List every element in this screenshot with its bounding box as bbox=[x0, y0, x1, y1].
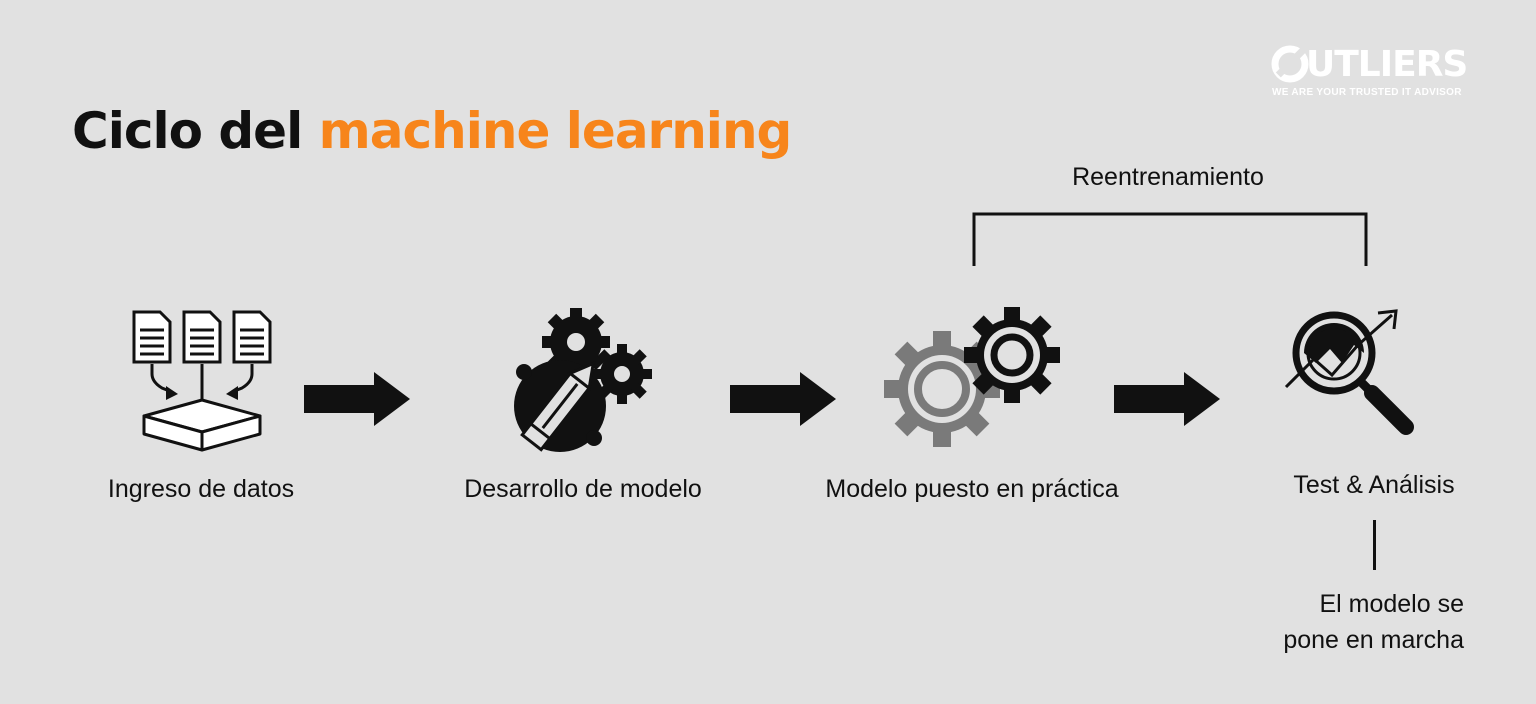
note-line-2: pone en marcha bbox=[1283, 626, 1464, 654]
flow-arrow-1 bbox=[304, 372, 410, 426]
note-line-1: El modelo se bbox=[1319, 590, 1464, 618]
flow-arrow-3 bbox=[1114, 372, 1220, 426]
step-label-3: Modelo puesto en práctica bbox=[825, 475, 1119, 503]
retraining-label: Reentrenamiento bbox=[1072, 163, 1264, 191]
note-connector bbox=[1373, 520, 1376, 570]
logo-mark-icon bbox=[1271, 45, 1309, 83]
step-label-2: Desarrollo de modelo bbox=[464, 475, 702, 503]
step-label-4: Test & Análisis bbox=[1293, 471, 1455, 499]
deployment-note: El modelo se pone en marcha bbox=[1204, 586, 1464, 658]
logo-tagline: WE ARE YOUR TRUSTED IT ADVISOR bbox=[1272, 87, 1462, 98]
flow-arrow-2 bbox=[730, 372, 836, 426]
magnifier-chart-icon bbox=[1284, 309, 1414, 435]
retraining-bracket bbox=[972, 212, 1368, 266]
title-highlight: machine learning bbox=[318, 102, 793, 160]
gears-icon bbox=[884, 307, 1060, 447]
gears-pencil-icon bbox=[514, 308, 652, 452]
outliers-logo: UTLIERS WE ARE YOUR TRUSTED IT ADVISOR bbox=[1270, 40, 1470, 102]
documents-into-tray-icon bbox=[132, 310, 272, 452]
step-label-1: Ingreso de datos bbox=[107, 475, 295, 503]
page-title: Ciclo del machine learning bbox=[72, 102, 793, 160]
logo-wordmark: UTLIERS bbox=[1306, 44, 1468, 85]
title-prefix: Ciclo del bbox=[72, 102, 303, 160]
